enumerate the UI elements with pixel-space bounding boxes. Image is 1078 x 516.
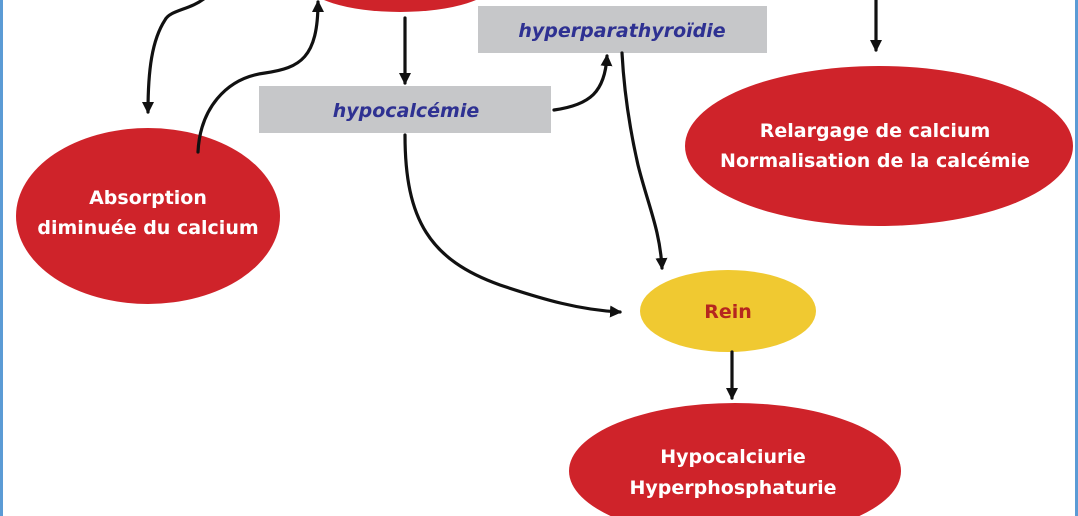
hyperparathyroidie-label: hyperparathyroïdie xyxy=(518,20,725,42)
top-red-node xyxy=(324,0,476,12)
relargage-node xyxy=(685,66,1073,226)
hypocalcemie-box xyxy=(259,86,551,133)
arrow-hypocalcemie-to-hyperparathyroidie xyxy=(552,54,613,112)
rein-node xyxy=(640,270,816,352)
arrow-hyperparathyroidie-to-rein xyxy=(620,51,668,270)
relargage-label-line1: Relargage de calcium xyxy=(760,120,991,142)
arrow-hypocalcemie-to-rein xyxy=(403,133,622,318)
hypocalcemie-label: hypocalcémie xyxy=(333,100,480,122)
absorption-label-line1: Absorption xyxy=(89,187,207,209)
result-label-line2: Hyperphosphaturie xyxy=(630,477,837,499)
arrow-absorption-to-top xyxy=(196,0,324,154)
rein-label: Rein xyxy=(704,301,752,323)
result-node xyxy=(569,403,901,516)
arrow-top-to-absorption xyxy=(142,0,205,114)
absorption-label-line2: diminuée du calcium xyxy=(37,217,258,239)
relargage-label-line2: Normalisation de la calcémie xyxy=(720,150,1030,172)
absorption-node xyxy=(16,128,280,304)
hyperparathyroidie-box xyxy=(478,6,767,53)
result-label-line1: Hypocalciurie xyxy=(660,446,806,468)
